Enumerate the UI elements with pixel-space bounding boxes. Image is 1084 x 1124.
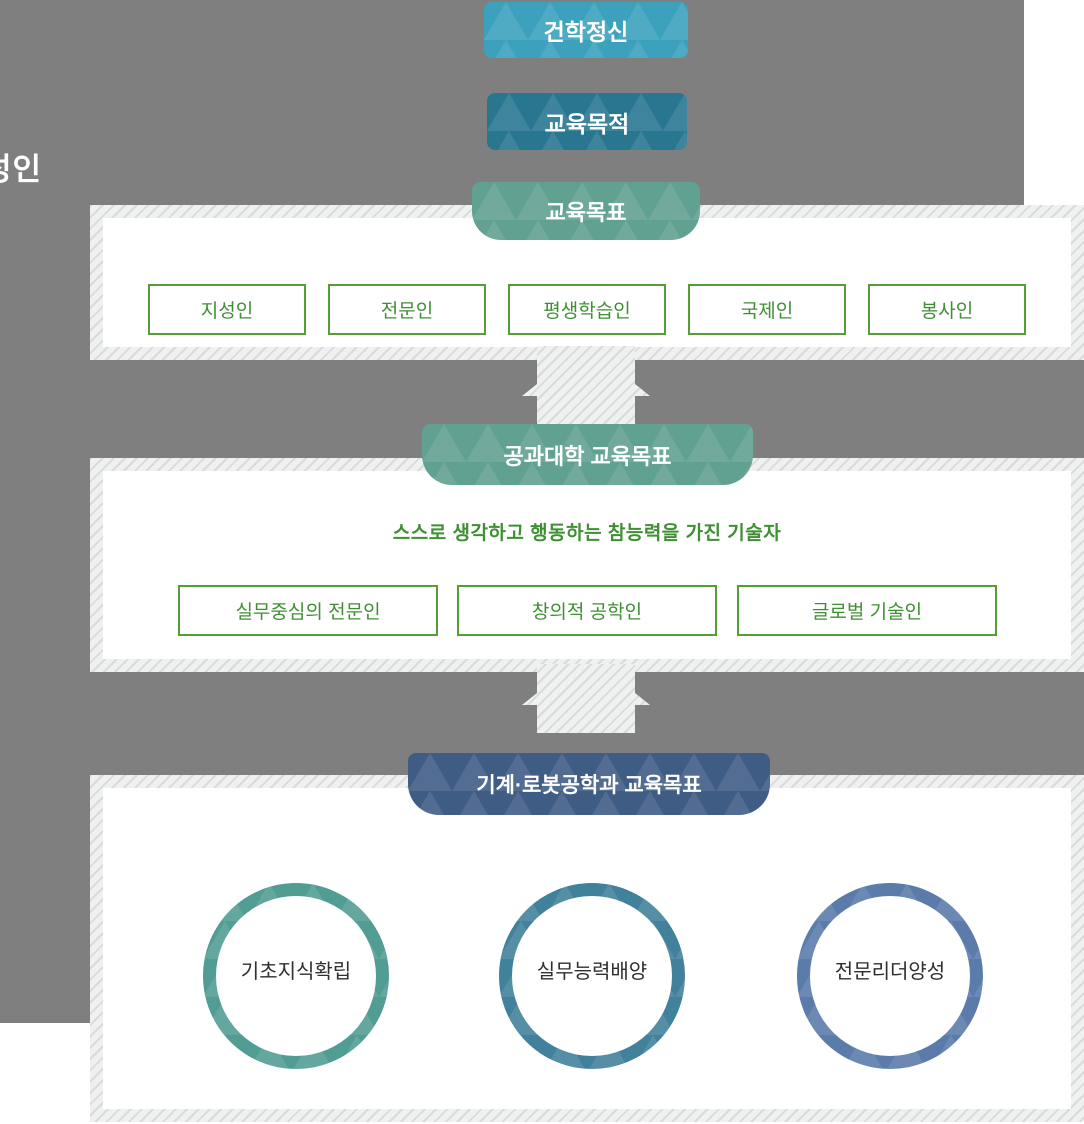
department-goals-panel-inner: 기초지식확립 실무능력배양 전문리더양성 — [103, 788, 1071, 1109]
college-goals-label: 공과대학 교육목표 — [503, 443, 672, 469]
goal-label: 전문리더양성 — [834, 960, 946, 983]
goal-circle-inner: 실무능력배양 — [512, 896, 672, 1056]
goal-label: 글로벌 기술인 — [811, 602, 923, 623]
college-goals-badge: 공과대학 교육목표 — [422, 424, 753, 485]
goal-label: 국제인 — [740, 301, 794, 322]
clipped-edge-text: 성인 — [0, 152, 43, 187]
goal-label: 기초지식확립 — [240, 960, 352, 983]
college-goals-subtitle: 스스로 생각하고 행동하는 참능력을 가진 기술자 — [392, 523, 782, 544]
goal-box-volunteer: 봉사인 — [868, 284, 1026, 335]
university-goals-badge: 교육목표 — [472, 182, 700, 240]
goal-circle-practical-ability: 실무능력배양 — [499, 883, 685, 1069]
triangle-texture — [484, 2, 688, 58]
education-purpose-badge: 교육목적 — [487, 93, 687, 150]
goal-label: 지성인 — [200, 301, 254, 322]
triangle-texture — [408, 753, 770, 815]
department-goals-label: 기계·로봇공학과 교육목표 — [476, 774, 702, 797]
triangle-texture — [472, 182, 700, 240]
goal-label: 전문인 — [380, 301, 434, 322]
education-purpose-label: 교육목적 — [544, 110, 630, 137]
university-goals-panel: 지성인 전문인 평생학습인 국제인 봉사인 — [90, 205, 1084, 360]
goal-label: 창의적 공학인 — [531, 602, 643, 623]
goal-circle-basic-knowledge: 기초지식확립 — [203, 883, 389, 1069]
goal-box-lifelong-learner: 평생학습인 — [508, 284, 666, 335]
goal-box-professional: 전문인 — [328, 284, 486, 335]
university-goals-panel-inner: 지성인 전문인 평생학습인 국제인 봉사인 — [103, 218, 1071, 347]
goal-label: 평생학습인 — [543, 301, 631, 322]
goal-label: 실무능력배양 — [536, 960, 648, 983]
triangle-texture — [487, 93, 687, 150]
goal-box-intellectual: 지성인 — [148, 284, 306, 335]
goal-label: 실무중심의 전문인 — [235, 602, 381, 623]
department-goals-badge: 기계·로봇공학과 교육목표 — [408, 753, 770, 815]
goal-box-global-citizen: 국제인 — [688, 284, 846, 335]
down-arrow-connector-1 — [522, 346, 650, 424]
university-goals-label: 교육목표 — [545, 200, 627, 225]
college-goals-panel: 스스로 생각하고 행동하는 참능력을 가진 기술자 실무중심의 전문인 창의적 … — [90, 458, 1084, 672]
department-goals-panel: 기초지식확립 실무능력배양 전문리더양성 — [90, 775, 1084, 1122]
founding-spirit-badge: 건학정신 — [484, 2, 688, 58]
college-goals-panel-inner: 스스로 생각하고 행동하는 참능력을 가진 기술자 실무중심의 전문인 창의적 … — [103, 471, 1071, 659]
goal-circle-inner: 전문리더양성 — [810, 896, 970, 1056]
founding-spirit-label: 건학정신 — [543, 19, 629, 45]
triangle-texture — [422, 424, 753, 485]
goal-box-global-engineer: 글로벌 기술인 — [737, 585, 997, 636]
goal-box-creative-engineer: 창의적 공학인 — [457, 585, 717, 636]
goal-box-practical-professional: 실무중심의 전문인 — [178, 585, 438, 636]
goal-circle-professional-leader: 전문리더양성 — [797, 883, 983, 1069]
goal-circle-inner: 기초지식확립 — [216, 896, 376, 1056]
goal-label: 봉사인 — [920, 301, 974, 322]
down-arrow-connector-2 — [522, 664, 650, 733]
